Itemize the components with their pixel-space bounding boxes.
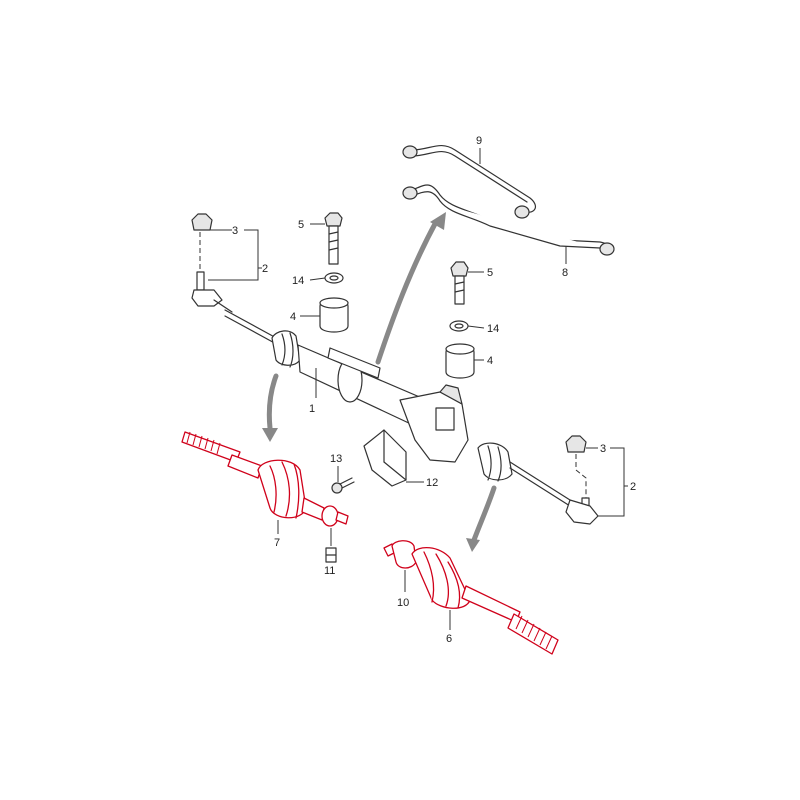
callout-8: 8	[562, 267, 568, 279]
flow-arrows	[262, 212, 497, 552]
left-tie-rod-end	[191, 213, 233, 313]
right-tie-rod-end	[565, 435, 599, 525]
bracket-12	[363, 429, 407, 487]
return-line-8	[402, 184, 615, 256]
clip-11	[325, 547, 337, 563]
callout-5-left: 5	[298, 219, 304, 231]
pressure-line-9	[402, 145, 537, 219]
callout-1: 1	[309, 403, 315, 415]
bolt-13	[331, 477, 355, 494]
left-mount-hardware	[319, 212, 349, 333]
inner-tie-rod-right-6	[383, 540, 559, 655]
callout-6: 6	[446, 633, 452, 645]
callout-10: 10	[397, 597, 409, 609]
callout-14-right: 14	[487, 323, 499, 335]
callout-5-right: 5	[487, 267, 493, 279]
right-mount-hardware	[445, 261, 475, 379]
callout-13: 13	[330, 453, 342, 465]
callout-2-right: 2	[630, 481, 636, 493]
inner-tie-rod-left-7	[181, 431, 349, 527]
callout-4-right: 4	[487, 355, 493, 367]
callouts: 1 3 2 5 14 4 5 14 4 9 8 13	[208, 135, 636, 645]
callout-14-left: 14	[292, 275, 304, 287]
steering-rack-housing	[224, 309, 571, 507]
callout-12: 12	[426, 477, 438, 489]
callout-7: 7	[274, 537, 280, 549]
callout-3-right: 3	[600, 443, 606, 455]
callout-2-left: 2	[262, 263, 268, 275]
callout-11: 11	[324, 565, 335, 577]
callout-4-left: 4	[290, 311, 296, 323]
callout-9: 9	[476, 135, 482, 147]
callout-3-left: 3	[232, 225, 238, 237]
